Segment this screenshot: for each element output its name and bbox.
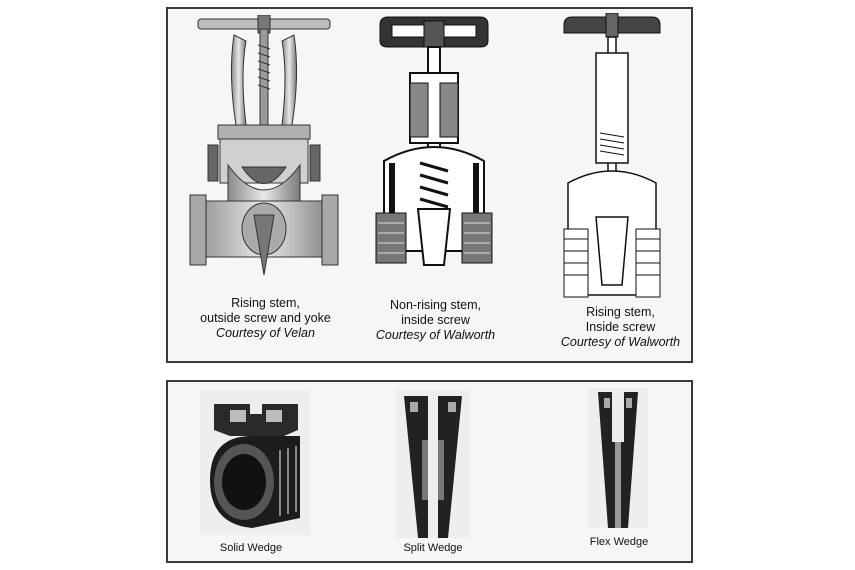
valve-1-caption-line1: Rising stem,	[231, 296, 300, 310]
valve-1-caption-line2: outside screw and yoke	[200, 311, 331, 325]
wedge-types-panel: Solid Wedge Split Wedge Flex Wedge	[166, 380, 693, 563]
valve-3-caption-line1: Rising stem,	[586, 305, 655, 319]
valve-1-caption: Rising stem, outside screw and yoke Cour…	[178, 296, 353, 341]
split-wedge-illustration	[396, 390, 470, 538]
flex-wedge-illustration	[588, 388, 648, 528]
os-and-y-gate-valve-illustration	[184, 15, 344, 290]
valve-2-caption-line2: inside screw	[401, 313, 470, 327]
valve-3-caption: Rising stem, Inside screw Courtesy of Wa…	[548, 305, 693, 350]
valve-types-panel: Rising stem, outside screw and yoke Cour…	[166, 7, 693, 363]
valve-2-courtesy: Courtesy of Walworth	[375, 328, 496, 342]
flex-wedge-label: Flex Wedge	[589, 536, 649, 548]
valve-2-caption-line1: Non-rising stem,	[390, 298, 481, 312]
rising-stem-inside-screw-valve-illustration	[560, 13, 664, 303]
valve-2-caption: Non-rising stem, inside screw Courtesy o…	[353, 298, 518, 343]
non-rising-stem-valve-illustration	[374, 13, 494, 281]
valve-3-caption-line2: Inside screw	[585, 320, 656, 334]
valve-3-courtesy: Courtesy of Walworth	[560, 335, 681, 349]
solid-wedge-label: Solid Wedge	[219, 542, 283, 554]
split-wedge-label: Split Wedge	[403, 542, 463, 554]
solid-wedge-illustration	[200, 390, 310, 535]
valve-1-courtesy: Courtesy of Velan	[216, 326, 315, 340]
